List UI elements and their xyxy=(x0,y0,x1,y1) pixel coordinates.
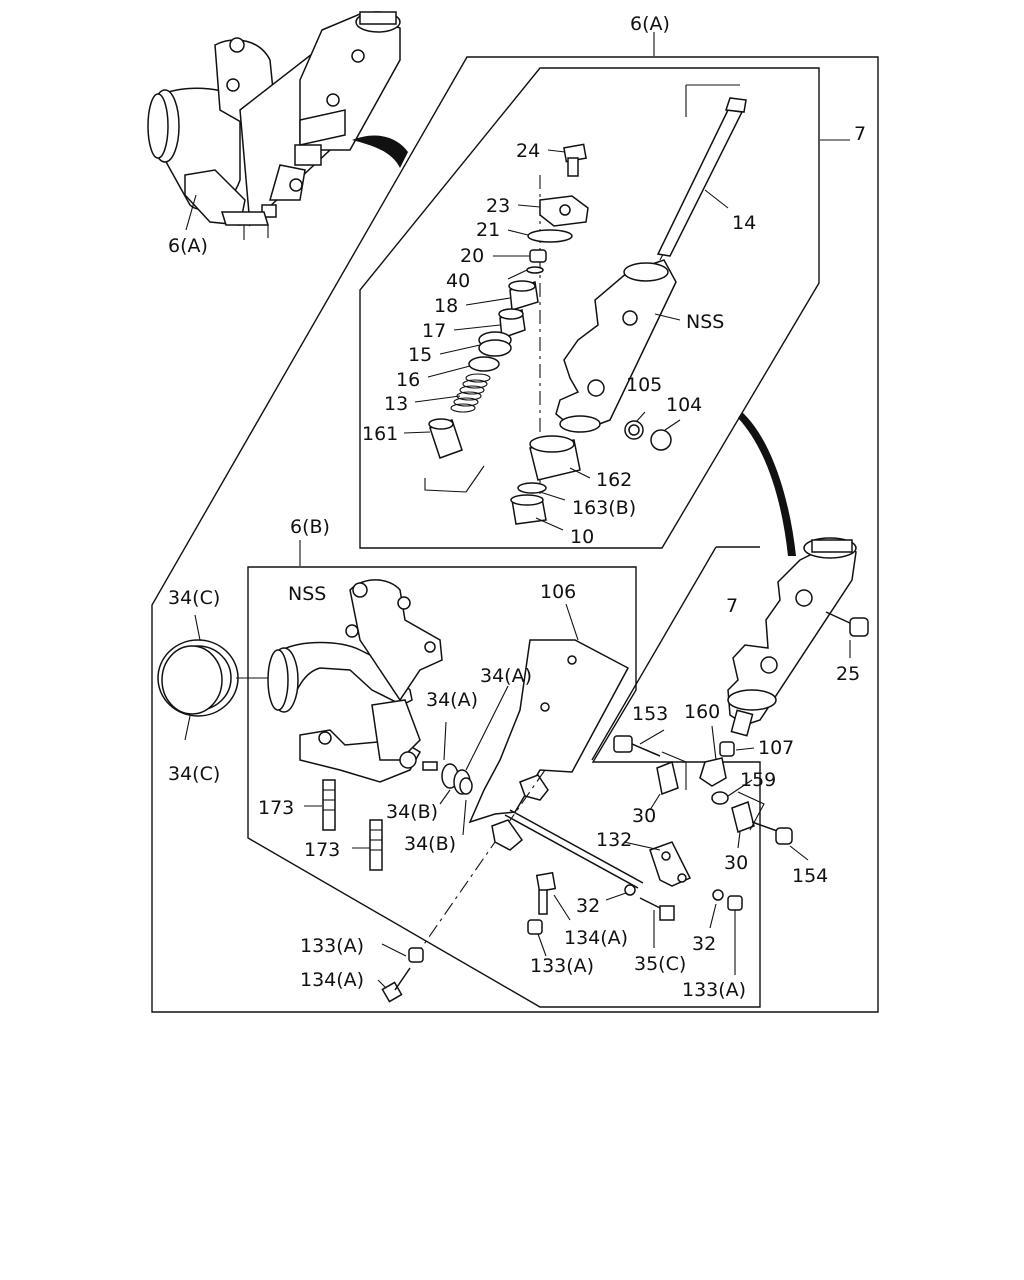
label-18: 18 xyxy=(434,295,458,317)
label-24: 24 xyxy=(516,140,540,162)
label-35c: 35(C) xyxy=(634,953,686,975)
outer-frame xyxy=(151,56,879,1013)
cylinder-exploded xyxy=(403,84,747,531)
label-134a-1: 134(A) xyxy=(564,927,628,949)
label-133a-3: 133(A) xyxy=(682,979,746,1001)
label-173-2: 173 xyxy=(304,839,340,861)
direction-arrow xyxy=(738,412,796,556)
label-104: 104 xyxy=(666,394,702,416)
label-163b: 163(B) xyxy=(572,497,636,519)
label-6a-left: 6(A) xyxy=(168,235,208,257)
label-161: 161 xyxy=(362,423,398,445)
inner-frame-cylinder xyxy=(359,67,820,549)
linkage-parts xyxy=(377,809,743,1003)
frame-6b xyxy=(247,566,761,1008)
label-17: 17 xyxy=(422,320,446,342)
label-nss-top: NSS xyxy=(686,311,724,333)
label-14: 14 xyxy=(732,212,756,234)
label-40: 40 xyxy=(446,270,470,292)
label-6b: 6(B) xyxy=(290,516,330,538)
assembly-6b xyxy=(157,579,509,871)
label-132: 132 xyxy=(596,829,632,851)
label-34c-top: 34(C) xyxy=(168,587,220,609)
label-106: 106 xyxy=(540,581,576,603)
assembly-6a-overview xyxy=(147,11,408,240)
label-16: 16 xyxy=(396,369,420,391)
bracket-106 xyxy=(419,603,630,951)
label-159: 159 xyxy=(740,769,776,791)
label-34a-1: 34(A) xyxy=(480,665,532,687)
label-173-1: 173 xyxy=(258,797,294,819)
label-160: 160 xyxy=(684,701,720,723)
label-34c-bottom: 34(C) xyxy=(168,763,220,785)
label-7-mid: 7 xyxy=(726,595,738,617)
label-13: 13 xyxy=(384,393,408,415)
label-133a-1: 133(A) xyxy=(300,935,364,957)
label-30-2: 30 xyxy=(724,852,748,874)
label-nss-mid: NSS xyxy=(288,583,326,605)
label-10: 10 xyxy=(570,526,594,548)
label-153: 153 xyxy=(632,703,668,725)
label-34b-2: 34(B) xyxy=(404,833,456,855)
label-32-1: 32 xyxy=(576,895,600,917)
label-34a-2: 34(A) xyxy=(426,689,478,711)
callout-labels: 6(A) 7 6(A) 24 23 21 20 40 18 17 15 16 1… xyxy=(168,13,866,1001)
label-107: 107 xyxy=(758,737,794,759)
label-25: 25 xyxy=(836,663,860,685)
label-105: 105 xyxy=(626,374,662,396)
label-6a-top: 6(A) xyxy=(630,13,670,35)
label-20: 20 xyxy=(460,245,484,267)
label-23: 23 xyxy=(486,195,510,217)
label-34b-1: 34(B) xyxy=(386,801,438,823)
label-15: 15 xyxy=(408,344,432,366)
label-32-2: 32 xyxy=(692,933,716,955)
label-133a-2: 133(A) xyxy=(530,955,594,977)
label-7-right: 7 xyxy=(854,123,866,145)
frame-7-bracket xyxy=(591,546,760,761)
label-21: 21 xyxy=(476,219,500,241)
label-162: 162 xyxy=(596,469,632,491)
cylinder-7 xyxy=(613,537,869,861)
label-134a-2: 134(A) xyxy=(300,969,364,991)
label-154: 154 xyxy=(792,865,828,887)
label-30-1: 30 xyxy=(632,805,656,827)
